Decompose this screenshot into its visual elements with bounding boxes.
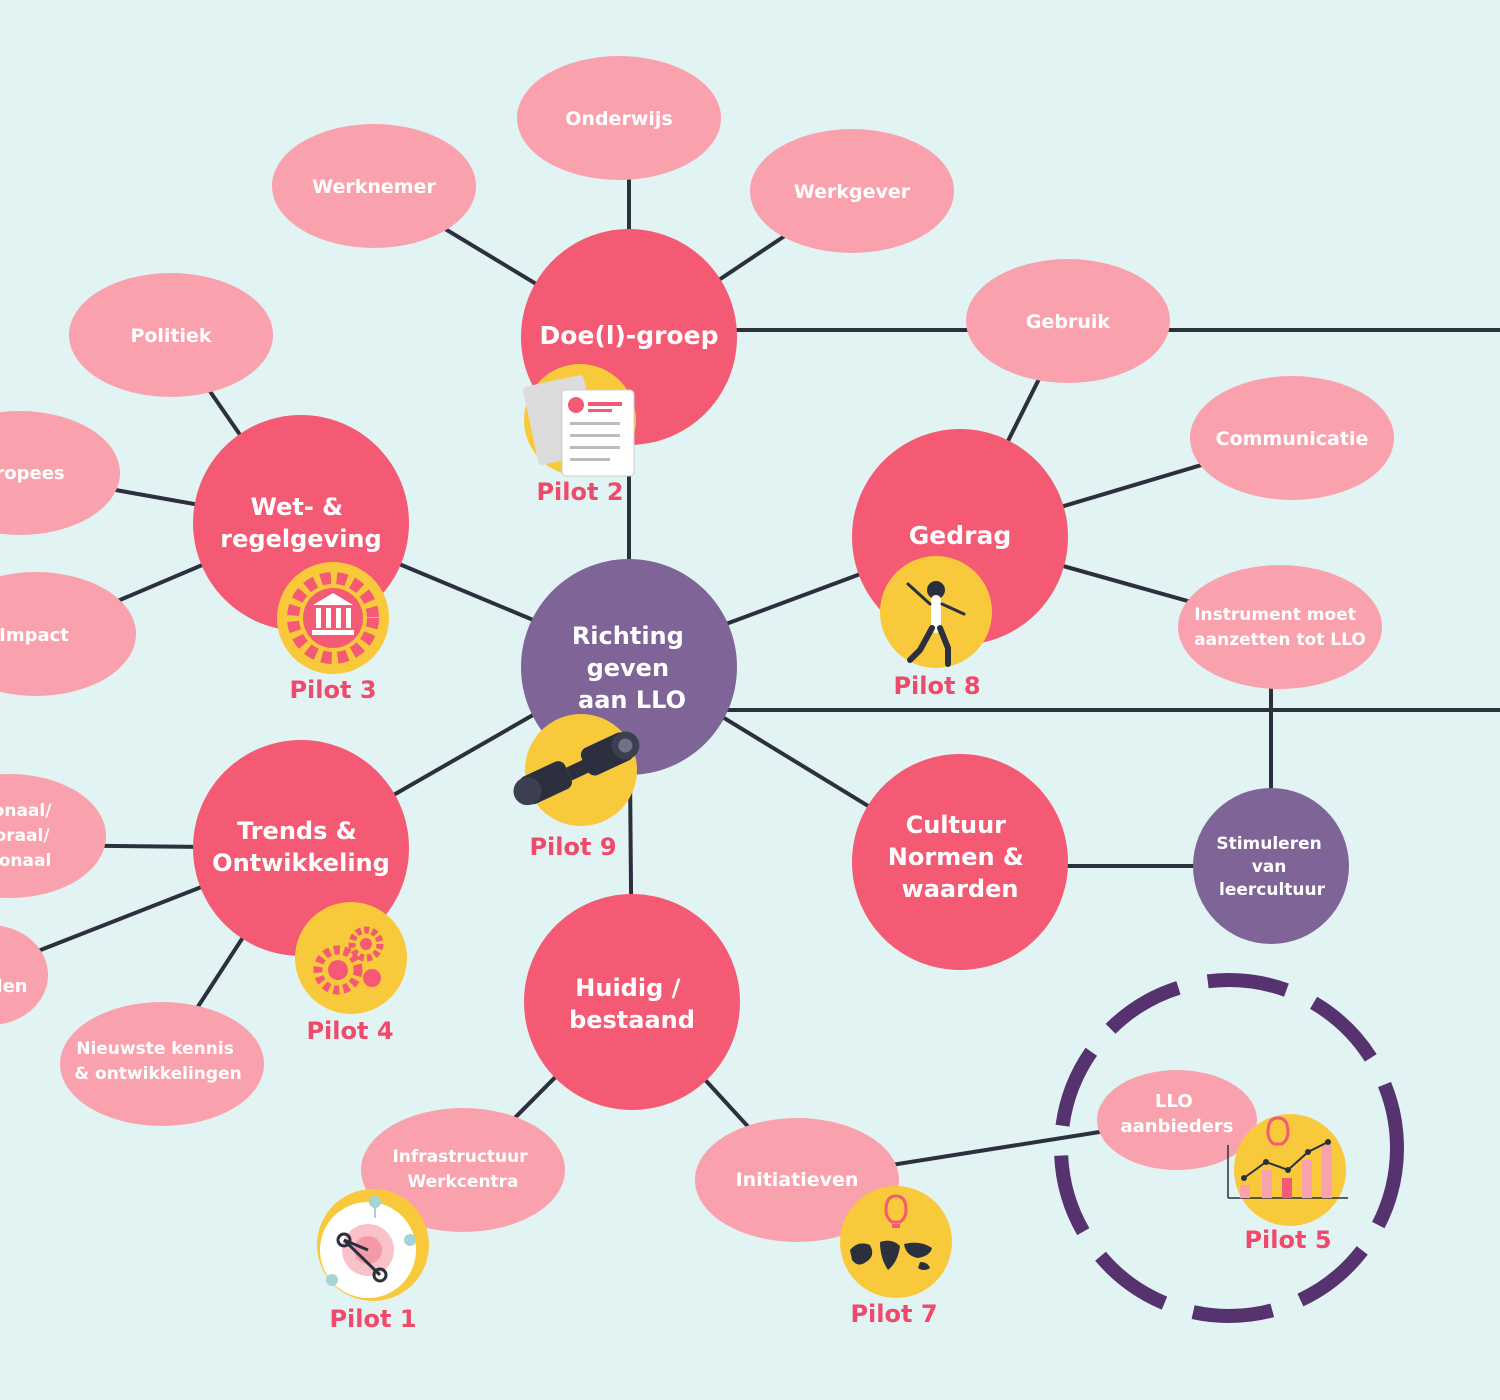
label-doelgroep: Doe(l)-groep bbox=[540, 321, 719, 350]
circle-cultuur bbox=[852, 754, 1068, 970]
ellipse-europees bbox=[0, 411, 120, 535]
ellipse-onderwijs bbox=[517, 56, 721, 180]
label-wet: Wet- & regelgeving bbox=[220, 493, 381, 553]
label-nieuwste: Nieuwste kennis & ontwikkelingen bbox=[74, 1039, 241, 1084]
gears-icon bbox=[295, 902, 407, 1014]
ellipse-politiek bbox=[69, 273, 273, 397]
pilot5-dashed-ring bbox=[1054, 973, 1404, 1323]
jumping-person-icon bbox=[880, 556, 992, 668]
label-instrument: Instrument moet aanzetten tot LLO bbox=[1194, 605, 1366, 650]
leaf-ellipses bbox=[0, 56, 1394, 1242]
label-politiek: Politiek bbox=[130, 325, 211, 347]
label-werkgever: Werkgever bbox=[794, 181, 911, 203]
documents-icon bbox=[523, 364, 636, 477]
label-communicatie: Communicatie bbox=[1216, 428, 1369, 450]
pilot5-label: Pilot 5 bbox=[1244, 1226, 1331, 1254]
growth-chart-icon bbox=[1227, 1114, 1348, 1226]
pilot7-label: Pilot 7 bbox=[850, 1300, 937, 1328]
label-infrastructuur: Infrastructuur Werkcentra bbox=[392, 1147, 533, 1192]
ellipse-nieuwste bbox=[60, 1002, 264, 1126]
pilot8-label: Pilot 8 bbox=[893, 672, 980, 700]
circle-huidig bbox=[524, 894, 740, 1110]
label-huidig: Huidig / bestaand bbox=[569, 974, 695, 1034]
label-gedrag: Gedrag bbox=[909, 521, 1011, 550]
network-icon bbox=[317, 1189, 429, 1301]
label-center: Richting geven aan LLO bbox=[572, 622, 692, 714]
label-llo-aanbieders: LLO aanbieders bbox=[1120, 1091, 1233, 1137]
binoculars-icon bbox=[513, 714, 640, 826]
leaf-labels: Onderwijs Werknemer Werkgever Politiek r… bbox=[0, 108, 1368, 1192]
pilot9-label: Pilot 9 bbox=[529, 833, 616, 861]
label-impact: Impact bbox=[0, 625, 69, 646]
ellipse-instrument bbox=[1178, 565, 1382, 689]
world-map-lightbulb-icon bbox=[840, 1186, 952, 1298]
ellipse-gebruik bbox=[966, 259, 1170, 383]
ellipse-regionaal bbox=[0, 774, 106, 898]
label-len: len bbox=[0, 976, 28, 997]
circle-stimuleren bbox=[1193, 788, 1349, 944]
label-werknemer: Werknemer bbox=[312, 176, 436, 198]
label-initiatieven: Initiatieven bbox=[736, 1169, 859, 1191]
circle-trends bbox=[193, 740, 409, 956]
label-trends: Trends & Ontwikkeling bbox=[212, 817, 390, 877]
government-gear-icon bbox=[277, 562, 389, 674]
pilot3-label: Pilot 3 bbox=[289, 676, 376, 704]
label-onderwijs: Onderwijs bbox=[565, 108, 672, 130]
pilot4-label: Pilot 4 bbox=[306, 1017, 393, 1045]
ellipse-len bbox=[0, 925, 48, 1025]
label-regionaal: onaal/ oraal/ onaal bbox=[0, 801, 57, 871]
pilot1-label: Pilot 1 bbox=[329, 1305, 416, 1333]
label-gebruik: Gebruik bbox=[1026, 311, 1110, 333]
ellipse-communicatie bbox=[1190, 376, 1394, 500]
label-europees: ropees bbox=[0, 463, 65, 484]
ellipse-impact bbox=[0, 572, 136, 696]
label-cultuur: Cultuur Normen & waarden bbox=[888, 811, 1032, 903]
ellipse-infrastructuur bbox=[361, 1108, 565, 1232]
ellipse-werkgever bbox=[750, 129, 954, 253]
ellipse-llo-aanbieders bbox=[1097, 1070, 1257, 1170]
ellipse-werknemer bbox=[272, 124, 476, 248]
pilot2-label: Pilot 2 bbox=[536, 478, 623, 506]
ellipse-initiatieven bbox=[695, 1118, 899, 1242]
label-stimuleren: Stimuleren van leercultuur bbox=[1216, 834, 1327, 900]
